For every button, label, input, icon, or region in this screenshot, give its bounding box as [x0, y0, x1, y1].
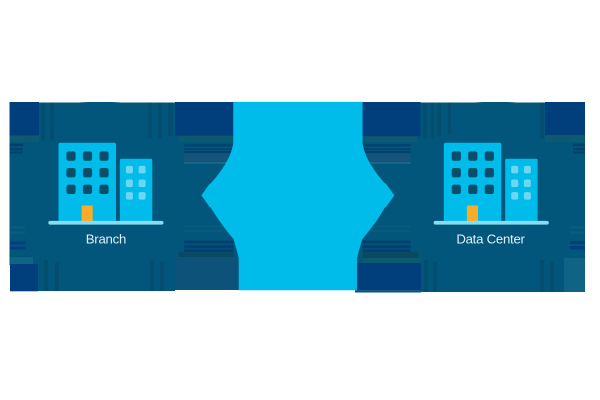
svg-text:Branch: Branch [86, 232, 126, 247]
svg-text:Data Center: Data Center [456, 232, 525, 247]
